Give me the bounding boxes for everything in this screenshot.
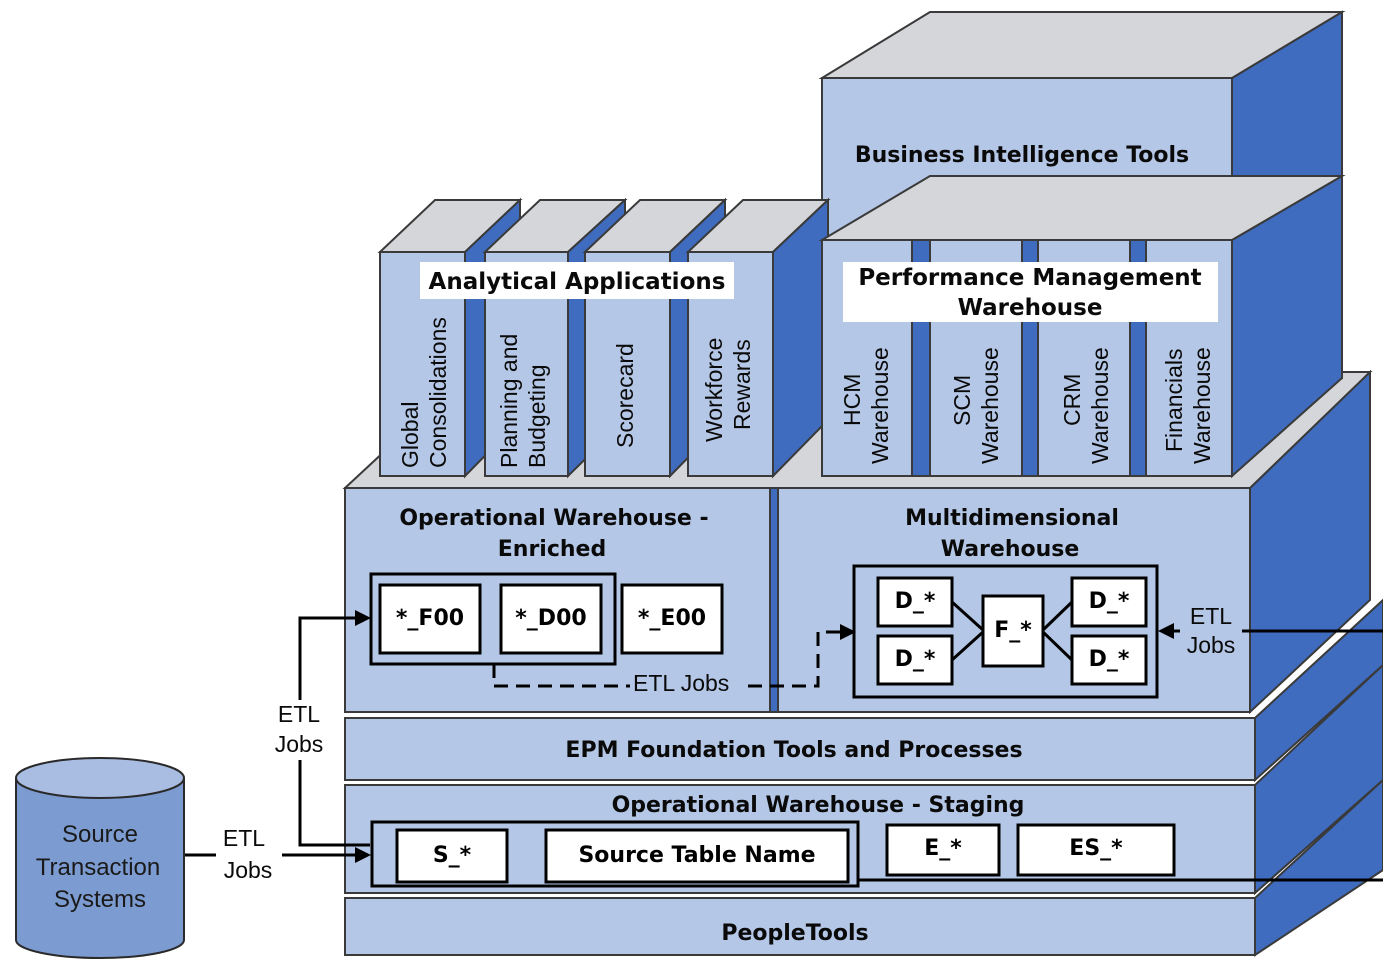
perf-mgmt-warehouse: Performance Management Warehouse HCM War…	[818, 174, 1346, 479]
svg-text:D_*: D_*	[895, 647, 936, 672]
warehouse-crm: CRM Warehouse	[1059, 347, 1113, 464]
source-label-2: Transaction	[36, 854, 161, 881]
svg-text:SCM: SCM	[949, 375, 975, 426]
bi-tools-label: Business Intelligence Tools	[855, 143, 1189, 168]
staging-table-s-label: S_*	[433, 843, 472, 868]
enriched-table-e00	[620, 583, 724, 655]
svg-text:Planning and: Planning and	[496, 334, 522, 468]
staging-table-e-label: E_*	[924, 836, 962, 861]
staging-table-source-label: Source Table Name	[578, 843, 815, 868]
peopletools-label: PeopleTools	[721, 921, 868, 946]
svg-text:Scorecard: Scorecard	[612, 343, 638, 448]
enriched-title-2: Enriched	[498, 537, 606, 562]
svg-text:D_*: D_*	[1089, 589, 1130, 614]
enriched-table-f00	[378, 583, 482, 655]
svg-text:Consolidations: Consolidations	[425, 317, 451, 468]
etl-source-label-1: ETL	[223, 825, 265, 851]
svg-text:D_*: D_*	[895, 589, 936, 614]
staging-layer: Operational Warehouse - Staging S_* Sour…	[344, 663, 1383, 896]
app-scorecard: Scorecard	[612, 343, 638, 448]
svg-text:Global: Global	[397, 402, 423, 468]
svg-text:Financials: Financials	[1161, 348, 1187, 452]
peopletools-layer: PeopleTools	[344, 778, 1383, 957]
svg-text:CRM: CRM	[1059, 374, 1085, 426]
mdw-contents: Multidimensional Warehouse D_* D_* F_* D…	[852, 506, 1159, 699]
mdw-dim-4	[1070, 634, 1148, 686]
svg-text:HCM: HCM	[839, 374, 865, 426]
svg-text:Warehouse: Warehouse	[867, 347, 893, 464]
staging-title: Operational Warehouse - Staging	[612, 793, 1025, 818]
app-global-consolidations: Global Consolidations	[397, 317, 451, 468]
mdw-title-1: Multidimensional	[905, 506, 1119, 531]
etl-left-label-1: ETL	[278, 701, 320, 727]
staging-table-es	[1016, 823, 1176, 877]
svg-text:Budgeting: Budgeting	[524, 364, 550, 468]
enriched-table-e00-label: *_E00	[638, 606, 706, 631]
staging-group-frame	[370, 820, 860, 888]
enriched-title-1: Operational Warehouse -	[399, 506, 708, 531]
enriched-table-d00-label: *_D00	[515, 606, 586, 631]
perf-mgmt-title-2: Warehouse	[958, 295, 1103, 321]
app-planning-budgeting: Planning and Budgeting	[496, 334, 550, 468]
svg-text:Warehouse: Warehouse	[1087, 347, 1113, 464]
staging-table-s	[395, 828, 509, 884]
etl-source-label-2: Jobs	[224, 857, 273, 883]
svg-text:Rewards: Rewards	[729, 339, 755, 430]
staging-table-e	[885, 823, 1001, 877]
etl-flows: ETL Jobs ETL Jobs ETL Jobs ETL Jobs	[184, 600, 1383, 883]
app-workforce-rewards: Workforce Rewards	[701, 338, 755, 442]
source-label-3: Systems	[54, 886, 146, 913]
epm-foundation-layer: EPM Foundation Tools and Processes	[344, 598, 1383, 783]
mdw-title-2: Warehouse	[941, 537, 1080, 562]
etl-right-label-2: Jobs	[1187, 632, 1236, 658]
svg-text:Workforce: Workforce	[701, 338, 727, 442]
warehouse-financials: Financials Warehouse	[1161, 347, 1215, 464]
mdw-dim-2	[876, 634, 954, 686]
svg-text:F_*: F_*	[994, 618, 1032, 643]
staging-table-source	[544, 828, 850, 884]
etl-right-label-1: ETL	[1190, 603, 1232, 629]
source-transaction-systems: Source Transaction Systems	[15, 757, 185, 959]
analytical-apps-title: Analytical Applications	[429, 269, 726, 295]
svg-text:D_*: D_*	[1089, 647, 1130, 672]
source-label-1: Source	[62, 821, 138, 848]
etl-jobs-dashed-label: ETL Jobs	[633, 670, 729, 696]
mdw-dim-3	[1070, 576, 1148, 628]
etl-left-label-2: Jobs	[275, 731, 324, 757]
enriched-table-f00-label: *_F00	[396, 606, 464, 631]
analytical-apps: Analytical Applications Global Consolida…	[377, 197, 831, 479]
warehouse-hcm: HCM Warehouse	[839, 347, 893, 464]
staging-table-es-label: ES_*	[1069, 836, 1123, 861]
mdw-dim-1	[876, 576, 954, 628]
warehouse-scm: SCM Warehouse	[949, 347, 1003, 464]
epm-foundation-label: EPM Foundation Tools and Processes	[565, 738, 1022, 763]
mdw-fact	[981, 594, 1045, 668]
svg-text:Warehouse: Warehouse	[977, 347, 1003, 464]
svg-text:Warehouse: Warehouse	[1189, 347, 1215, 464]
enriched-table-d00	[499, 583, 603, 655]
perf-mgmt-title-1: Performance Management	[858, 265, 1201, 291]
enriched-contents: Operational Warehouse - Enriched *_F00 *…	[369, 506, 724, 666]
